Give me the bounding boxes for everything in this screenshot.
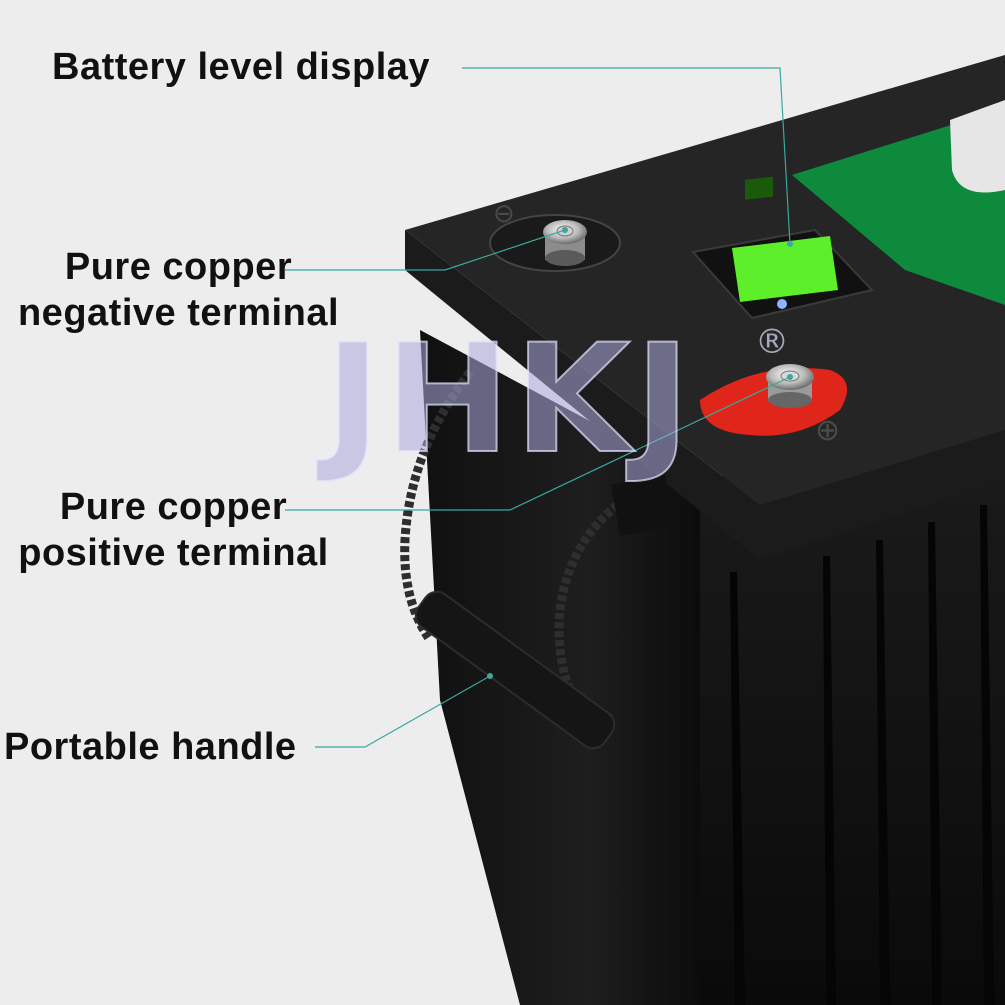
battery-ribs (730, 505, 994, 1005)
negative-mark: ⊖ (493, 199, 515, 229)
negative-terminal (543, 220, 587, 266)
label-display-text: Battery level display (52, 46, 431, 88)
leader-lines (285, 67, 791, 748)
handle-rope-left (400, 369, 474, 643)
lcd-button (777, 299, 787, 309)
label-positive-line-2: positive terminal (18, 532, 329, 574)
battery-level-display-screen (732, 236, 838, 302)
leader-dots (487, 227, 793, 679)
battery-lid-rim (405, 230, 1005, 560)
label-positive-terminal: Pure copper positive terminal (6, 484, 341, 576)
positive-terminal (766, 364, 814, 408)
label-portable-handle: Portable handle (4, 724, 297, 770)
label-negative-line-2: negative terminal (17, 292, 340, 334)
label-negative-terminal: Pure copper negative terminal (6, 244, 351, 336)
label-handle-text: Portable handle (4, 726, 297, 768)
handle-rope-right (554, 486, 643, 713)
handle-grip (414, 590, 616, 750)
brand-watermark: JHKJ (324, 313, 695, 487)
label-positive-line-1: Pure copper (59, 486, 288, 528)
positive-mark: ⊕ (815, 413, 840, 448)
handle-rope-clip (611, 475, 675, 536)
lcd-battery-icon (745, 176, 773, 200)
registered-mark: ® (755, 322, 789, 362)
label-battery-level-display: Battery level display (52, 44, 430, 90)
battery-logo-badge (950, 100, 1005, 193)
label-negative-line-1: Pure copper (64, 246, 293, 288)
